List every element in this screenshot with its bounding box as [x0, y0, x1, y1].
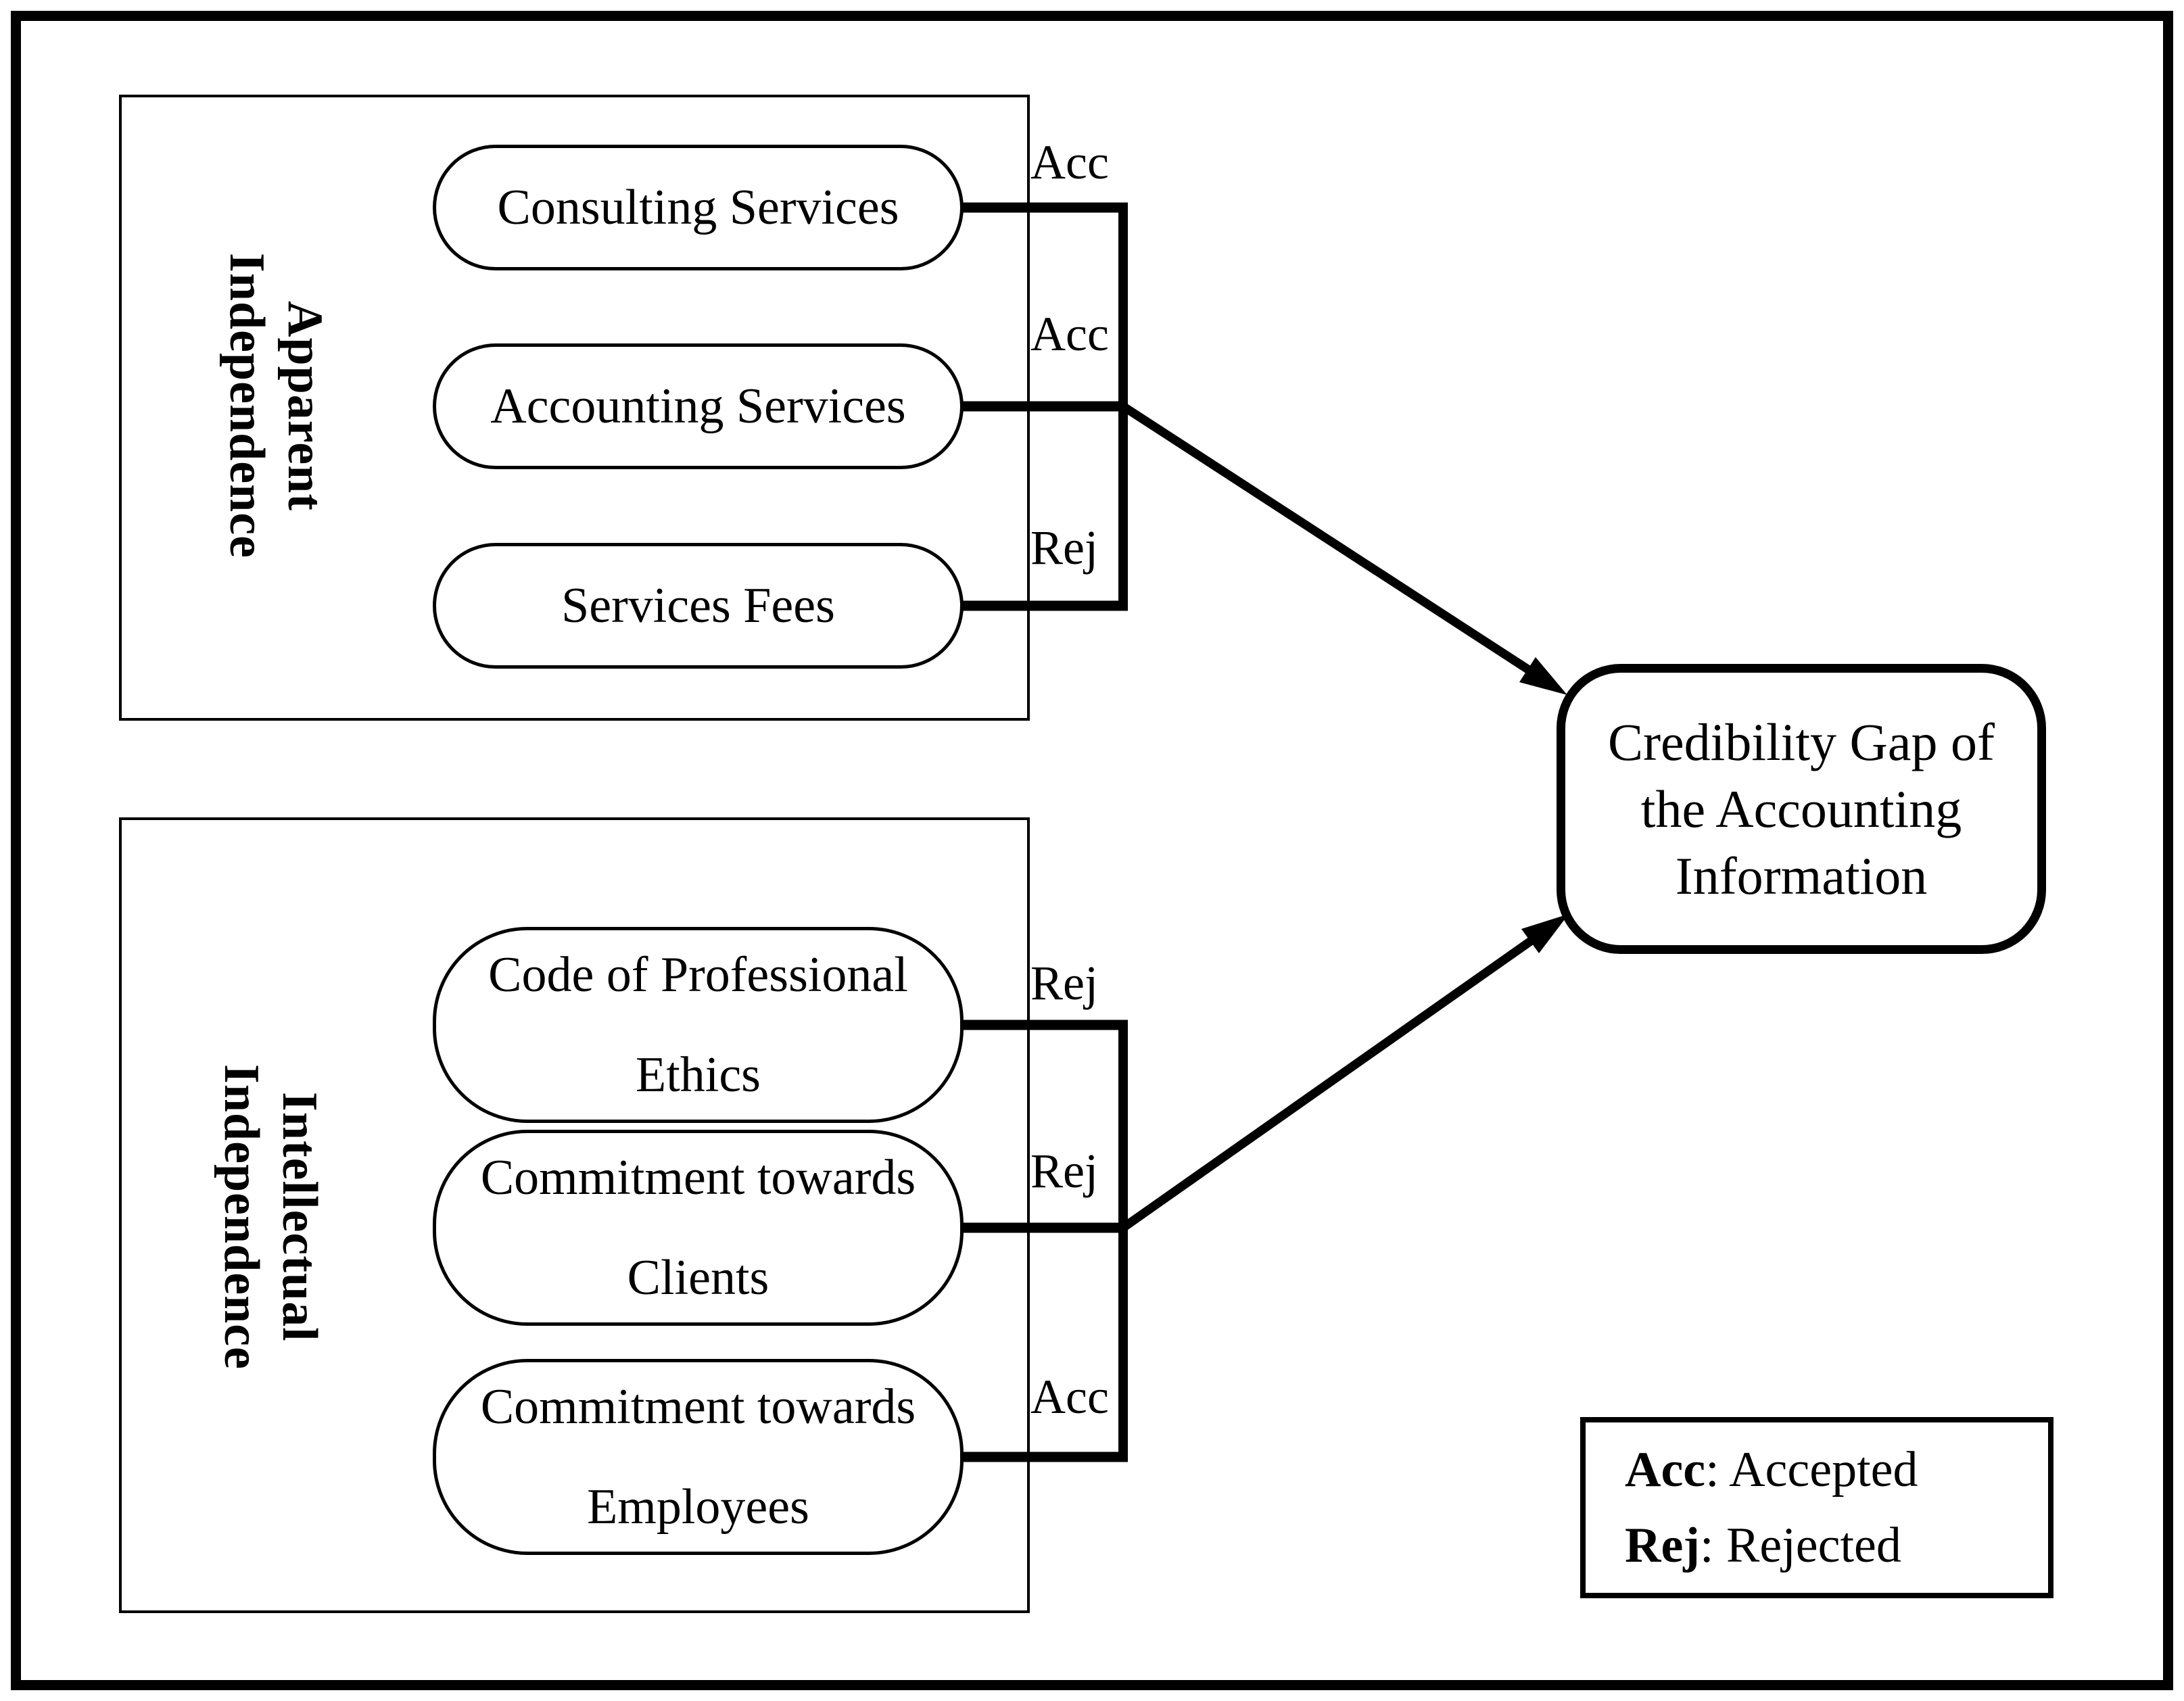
group-title-intellectual-independence: Intellectual Independence — [212, 1064, 329, 1370]
legend-entry-accepted: Acc: Accepted — [1625, 1432, 2048, 1508]
result-label-commitment-towards-employees: Acc — [1030, 1370, 1109, 1424]
factor-label: Consulting Services — [497, 180, 899, 235]
group-title-line: Independence — [214, 1064, 269, 1370]
factor-label: Employees — [587, 1479, 809, 1535]
group-title-line: Intellectual — [272, 1092, 327, 1342]
group-title-line: Independence — [219, 253, 275, 558]
group-title-line: Apparent — [277, 300, 333, 511]
result-label-consulting-services: Acc — [1030, 135, 1109, 189]
outer-border — [11, 11, 2173, 1690]
factor-label: Accounting Services — [490, 379, 906, 434]
factor-node-commitment-towards-clients: Commitment towards Clients — [433, 1130, 964, 1326]
outcome-node-credibility-gap: Credibility Gap of the Accounting Inform… — [1557, 664, 2046, 954]
factor-label: Clients — [627, 1250, 769, 1305]
factor-node-commitment-towards-employees: Commitment towards Employees — [433, 1359, 964, 1555]
factor-label: Services Fees — [561, 578, 835, 633]
result-label-services-fees: Rej — [1030, 521, 1098, 575]
legend-abbr-acc: Acc — [1625, 1442, 1706, 1498]
legend-meaning-rejected: : Rejected — [1699, 1518, 1901, 1573]
legend-meaning-accepted: : Accepted — [1705, 1442, 1918, 1498]
outcome-line: the Accounting — [1640, 780, 1962, 838]
factor-node-code-of-professional-ethics: Code of Professional Ethics — [433, 927, 964, 1123]
factor-label: Commitment towards — [480, 1379, 916, 1435]
factor-node-consulting-services: Consulting Services — [433, 145, 964, 270]
result-label-code-of-professional-ethics: Rej — [1030, 956, 1098, 1010]
outcome-line: Information — [1675, 846, 1928, 905]
group-box-intellectual-independence — [119, 817, 1030, 1613]
outcome-line: Credibility Gap of — [1608, 713, 1995, 771]
legend-abbr-rej: Rej — [1625, 1518, 1700, 1573]
factor-label: Ethics — [636, 1047, 761, 1103]
factor-node-services-fees: Services Fees — [433, 543, 964, 669]
factor-label: Code of Professional — [488, 947, 908, 1003]
result-label-commitment-towards-clients: Rej — [1030, 1144, 1098, 1198]
factor-label: Commitment towards — [480, 1150, 916, 1205]
group-title-apparent-independence: Apparent Independence — [218, 253, 334, 558]
legend-box: Acc: Accepted Rej: Rejected — [1580, 1417, 2054, 1598]
factor-node-accounting-services: Accounting Services — [433, 343, 964, 469]
result-label-accounting-services: Acc — [1030, 307, 1109, 361]
legend-entry-rejected: Rej: Rejected — [1625, 1508, 2048, 1583]
